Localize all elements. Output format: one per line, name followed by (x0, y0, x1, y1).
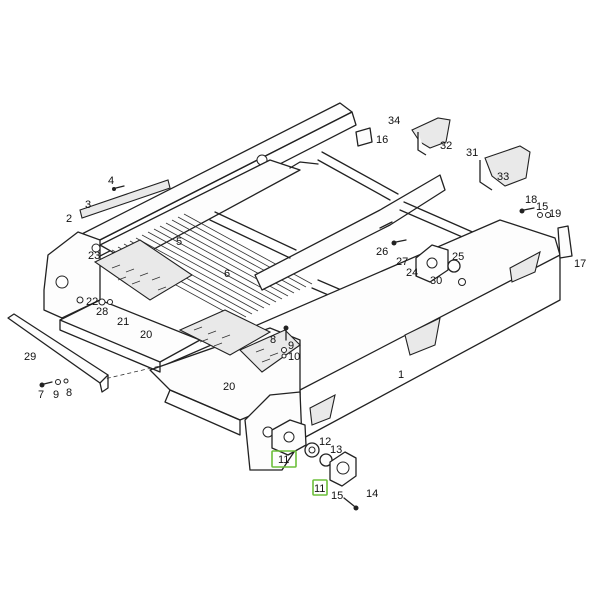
callout-24: 24 (406, 267, 418, 279)
callout-27: 27 (396, 256, 408, 268)
callout-20-upper: 20 (140, 329, 152, 341)
rail-hole-a (458, 278, 466, 286)
callout-3: 3 (85, 199, 91, 211)
left-side-plate (43, 231, 101, 319)
bracket-17 (557, 225, 573, 259)
callout-15-upper: 15 (536, 201, 548, 213)
beam-detail (289, 161, 393, 229)
flange-11-right-hole (336, 461, 350, 475)
callout-11-right: 11 (314, 483, 325, 495)
callout-17: 17 (574, 258, 586, 270)
main-frame (43, 102, 561, 471)
callout-8-left: 8 (66, 387, 72, 399)
callout-15-lower: 15 (331, 490, 343, 502)
callout-32: 32 (440, 140, 452, 152)
bracket-32-flange (417, 132, 427, 156)
rail-bracket-a (509, 250, 541, 283)
bracket-16 (355, 127, 373, 147)
loose-parts (7, 117, 573, 511)
callout-12: 12 (319, 436, 331, 448)
lower-member-face (59, 319, 161, 373)
callout-7: 7 (38, 389, 44, 401)
callout-11-left: 11 (278, 454, 289, 466)
bolts (39, 185, 551, 511)
callout-34: 34 (388, 115, 400, 127)
bracket-33 (484, 145, 531, 187)
callout-18: 18 (525, 194, 537, 206)
callout-25: 25 (452, 251, 464, 263)
bearing-12-bore (308, 446, 316, 454)
callout-4: 4 (108, 175, 114, 187)
lower-member (59, 299, 201, 363)
callout-28: 28 (96, 306, 108, 318)
callout-13: 13 (330, 444, 342, 456)
side-plate-hole-upper (91, 243, 101, 253)
left-rail-top (69, 102, 353, 246)
side-plate-hole-lower (76, 296, 84, 304)
callout-21: 21 (117, 316, 129, 328)
flange-11-left-hole (283, 431, 295, 443)
callout-22: 22 (86, 296, 98, 308)
callout-2: 2 (66, 213, 72, 225)
callout-19: 19 (549, 208, 561, 220)
callout-8-right: 8 (270, 334, 276, 346)
callout-9-left: 9 (53, 389, 59, 401)
callout-labels: 34 32 16 31 33 4 3 2 5 18 15 19 23 6 26 … (24, 115, 586, 502)
central-beam (254, 174, 446, 291)
callout-10: 10 (288, 351, 300, 363)
bracket-33-flange (479, 160, 493, 191)
callout-1: 1 (398, 369, 404, 381)
callout-6: 6 (224, 268, 230, 280)
callout-9-right: 9 (288, 340, 294, 352)
rail-bracket-b (404, 317, 441, 356)
front-carrier-face (164, 389, 241, 436)
strip-29-end (99, 374, 109, 393)
callout-5: 5 (176, 236, 182, 248)
highlight-box-11-right[interactable] (312, 479, 328, 496)
dashed-guide (99, 365, 161, 381)
callout-23: 23 (88, 250, 100, 262)
highlighted-callouts: 11 11 (271, 450, 328, 496)
callout-30: 30 (430, 275, 442, 287)
strip-2-3 (79, 179, 171, 219)
callout-20-lower: 20 (223, 381, 235, 393)
callout-16: 16 (376, 134, 388, 146)
callout-31: 31 (466, 147, 478, 159)
side-plate-hole (55, 275, 69, 289)
flange-24-hole (426, 257, 438, 269)
rail-bracket-c (309, 393, 336, 426)
callout-33: 33 (497, 171, 509, 183)
highlight-box-11-left[interactable] (271, 450, 297, 468)
bushing-25 (447, 259, 461, 273)
tine-plates (93, 239, 301, 373)
callout-26: 26 (376, 246, 388, 258)
callout-14: 14 (366, 488, 378, 500)
callout-29: 29 (24, 351, 36, 363)
